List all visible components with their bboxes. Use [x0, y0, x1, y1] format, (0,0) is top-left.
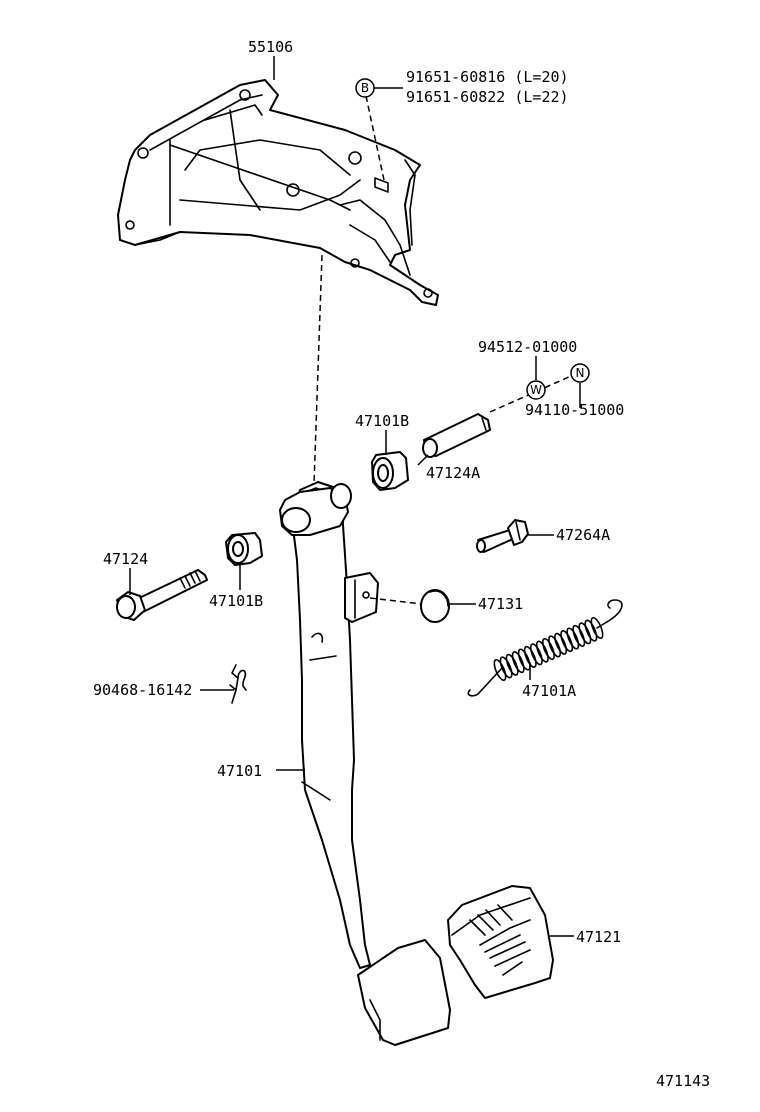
- part-labels: 55106 91651-60816 (L=20) 91651-60822 (L=…: [93, 38, 710, 1090]
- spring-coil: [542, 637, 555, 661]
- spring-coil: [523, 645, 537, 668]
- spring-coil: [590, 616, 604, 640]
- clip-90468-16142: [229, 664, 247, 704]
- label-47101B-left: 47101B: [209, 592, 263, 610]
- symbol-b-text: B: [361, 81, 369, 95]
- label-90468-16142: 90468-16142: [93, 681, 192, 699]
- pedal-bracket-55106: [117, 79, 439, 306]
- label-47124A: 47124A: [426, 464, 480, 482]
- label-94512-01000: 94512-01000: [478, 338, 577, 356]
- spring-coil: [529, 643, 543, 666]
- label-47131: 47131: [478, 595, 523, 613]
- cushion-47131: [420, 589, 450, 623]
- symbol-w-text: W: [530, 383, 542, 397]
- label-47101: 47101: [217, 762, 262, 780]
- assembly-lines: [313, 95, 423, 605]
- symbol-b-icon: B: [355, 78, 375, 98]
- bushing-47101B-top: [371, 451, 409, 491]
- label-94110-51000: 94110-51000: [525, 401, 624, 419]
- spring-coil: [493, 658, 507, 682]
- label-47264A: 47264A: [556, 526, 610, 544]
- washer-nut-group: [489, 371, 581, 413]
- symbol-w-icon: W: [526, 380, 546, 400]
- spring-coil: [517, 648, 531, 671]
- bushing-47101B-left: [225, 532, 263, 566]
- bolt-47264A: [476, 519, 529, 553]
- label-91651-60816: 91651-60816 (L=20): [406, 68, 569, 86]
- clutch-pedal-arm-47101: [279, 481, 451, 1046]
- label-47101A: 47101A: [522, 682, 576, 700]
- spring-47101A: [467, 599, 623, 697]
- pedal-pad-47121: [447, 885, 554, 999]
- leader-lines: [129, 56, 581, 937]
- spring-coil: [511, 651, 525, 674]
- symbol-n-text: N: [576, 366, 585, 380]
- diagram-id: 471143: [656, 1072, 710, 1090]
- label-55106: 55106: [248, 38, 293, 56]
- label-91651-60822: 91651-60822 (L=22): [406, 88, 569, 106]
- bolt-47124: [116, 569, 208, 621]
- spring-coil: [578, 622, 592, 645]
- spring-coil: [566, 627, 580, 650]
- pin-47124A: [422, 413, 491, 458]
- spring-coil: [535, 640, 549, 663]
- label-47124: 47124: [103, 550, 148, 568]
- spring-coil: [548, 635, 562, 658]
- spring-coil: [505, 653, 519, 676]
- spring-coil: [584, 619, 598, 642]
- spring-coil: [560, 630, 574, 653]
- label-47101B-top: 47101B: [355, 412, 409, 430]
- symbol-n-icon: N: [570, 363, 590, 383]
- spring-coil: [572, 624, 586, 647]
- label-47121: 47121: [576, 928, 621, 946]
- spring-coil: [554, 632, 568, 655]
- spring-coil: [499, 656, 513, 679]
